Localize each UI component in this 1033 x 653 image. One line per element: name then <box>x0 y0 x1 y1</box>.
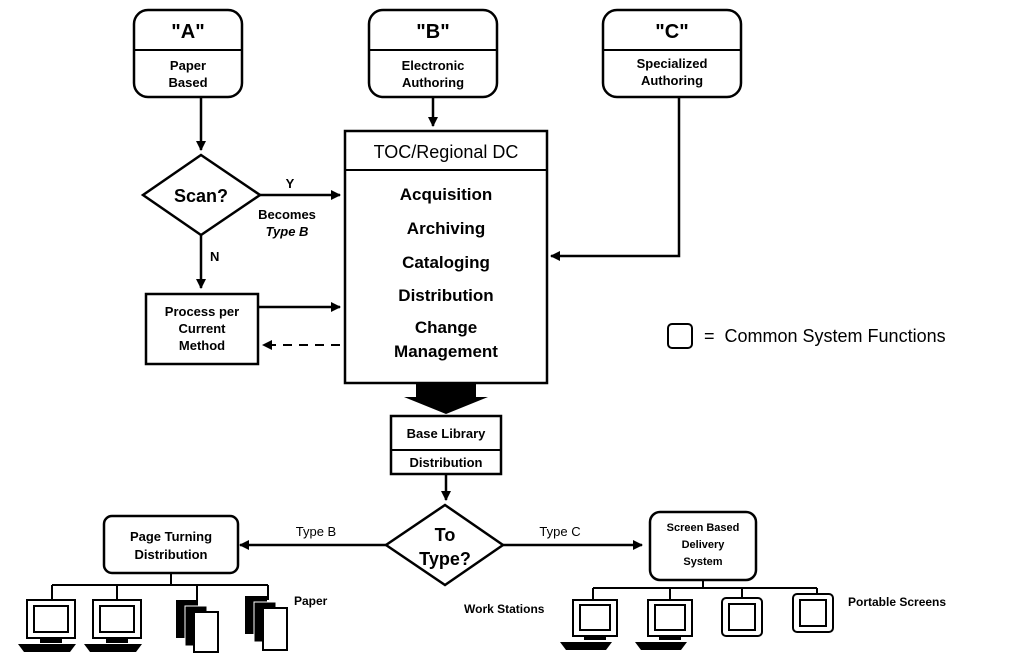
paper-stack-icon <box>245 596 288 651</box>
source-a-line2: Based <box>168 75 207 90</box>
central-item-management: Management <box>394 342 498 361</box>
source-b-line1: Electronic <box>402 58 465 73</box>
arrow-c-to-central <box>550 97 681 261</box>
workstation-icon <box>635 599 693 650</box>
central-item-archiving: Archiving <box>407 219 485 238</box>
central-title: TOC/Regional DC <box>374 142 519 162</box>
scan-no-label: N <box>210 249 219 264</box>
central-toc-box: TOC/Regional DC Acquisition Archiving Ca… <box>343 129 549 385</box>
source-c-line1: Specialized <box>637 56 708 71</box>
computer-icon <box>18 599 76 652</box>
source-c-title: "C" <box>655 21 688 43</box>
paper-label: Paper <box>294 594 328 608</box>
source-a-title: "A" <box>171 21 204 43</box>
workstation-icon <box>560 599 618 650</box>
page-turning-line2: Distribution <box>135 547 208 562</box>
work-stations-label: Work Stations <box>464 602 545 616</box>
central-item-change: Change <box>415 318 477 337</box>
scan-yes-label: Y <box>286 176 295 191</box>
source-c-box: "C" Specialized Authoring <box>601 8 743 99</box>
type-c-label: Type C <box>539 524 580 539</box>
legend-swatch <box>667 323 693 349</box>
base-library-line1: Base Library <box>407 426 487 441</box>
central-item-acquisition: Acquisition <box>400 185 493 204</box>
type-b-label: Type B <box>296 524 336 539</box>
to-type-line2: Type? <box>419 549 471 569</box>
right-delivery-tree <box>592 580 818 600</box>
screen-based-box: Screen Based Delivery System <box>648 510 758 582</box>
source-b-title: "B" <box>416 21 449 43</box>
becomes-label-1: Becomes <box>258 207 316 222</box>
source-b-line2: Authoring <box>402 75 464 90</box>
source-b-box: "B" Electronic Authoring <box>367 8 499 99</box>
central-item-cataloging: Cataloging <box>402 253 490 272</box>
computer-icon <box>84 599 142 652</box>
screen-based-line1: Screen Based <box>667 522 740 534</box>
source-c-line2: Authoring <box>641 73 703 88</box>
scan-decision: Scan? <box>140 153 263 237</box>
process-box: Process per Current Method <box>144 292 260 366</box>
page-turning-line1: Page Turning <box>130 529 212 544</box>
source-a-line1: Paper <box>170 58 206 73</box>
left-distribution-tree <box>51 573 269 600</box>
becomes-label-2: Type B <box>266 224 309 239</box>
portable-screen-icon <box>792 593 834 633</box>
legend: = Common System Functions <box>667 323 946 349</box>
screen-based-line2: Delivery <box>682 539 726 551</box>
legend-text: = Common System Functions <box>704 326 946 346</box>
page-turning-box: Page Turning Distribution <box>102 514 240 575</box>
paper-stack-icon <box>176 600 219 653</box>
source-a-box: "A" Paper Based <box>132 8 244 99</box>
to-type-line1: To <box>435 525 456 545</box>
process-line3: Method <box>179 338 225 353</box>
process-line2: Current <box>179 321 227 336</box>
process-line1: Process per <box>165 304 239 319</box>
portable-screens-label: Portable Screens <box>848 595 946 609</box>
portable-screen-icon <box>721 597 763 637</box>
to-type-decision: To Type? <box>383 503 506 587</box>
base-library-line2: Distribution <box>410 455 483 470</box>
big-down-arrow <box>404 384 488 414</box>
scan-label: Scan? <box>174 186 228 206</box>
screen-based-line3: System <box>683 556 722 568</box>
base-library-box: Base Library Distribution <box>389 414 503 476</box>
central-item-distribution: Distribution <box>398 286 493 305</box>
